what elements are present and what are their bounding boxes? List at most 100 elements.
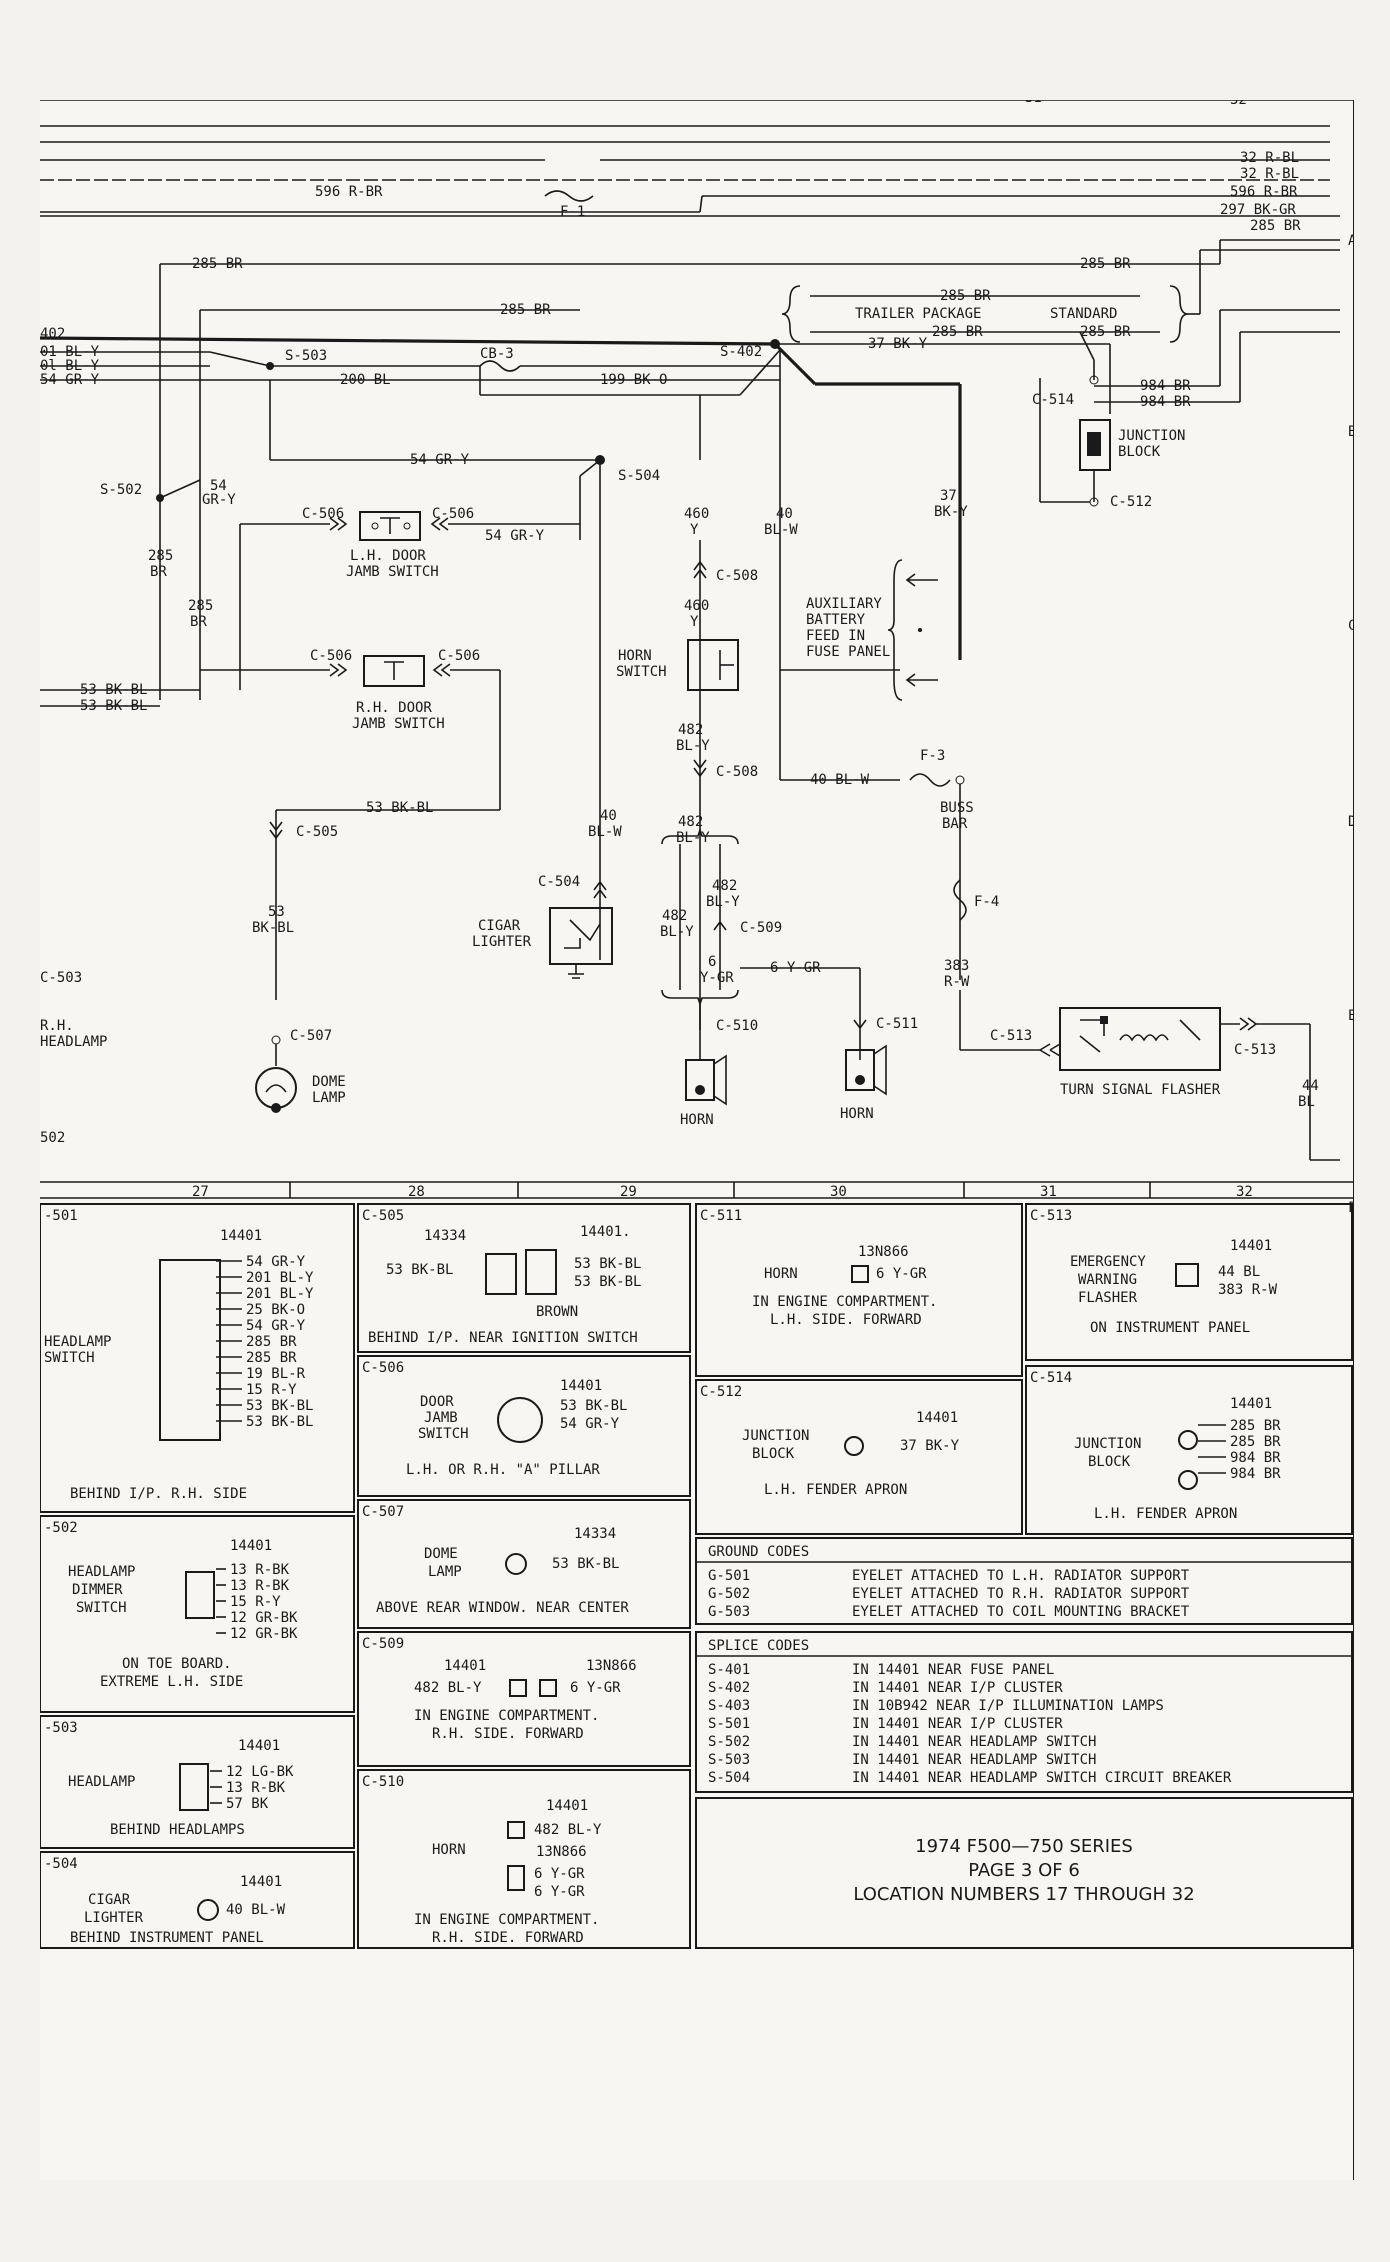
diagram-page: 27 28 29 30 31 32 A B C D E F 32 R-BL 32…: [40, 100, 1354, 2180]
panel-502-wire-0: 13 R-BK: [230, 1562, 290, 1578]
panel-502-code: -502: [44, 1520, 78, 1536]
junction-label: JUNCTION: [1118, 428, 1185, 444]
wire-label-482-b: BL-Y: [676, 738, 710, 754]
panel-501-wire-3: 25 BK-O: [246, 1302, 305, 1318]
panel-502-loc-2: EXTREME L.H. SIDE: [100, 1674, 243, 1690]
splice-s402: S-402: [720, 344, 762, 360]
panel-513: C-513 14401 EMERGENCY WARNING FLASHER 44…: [1025, 1203, 1353, 1361]
wire-label-40-f: BL-W: [588, 824, 622, 840]
wire-label-37-v1: 37: [940, 488, 957, 504]
wire-label-37-bky: 37 BK-Y: [868, 336, 928, 352]
panel-506-name-2: JAMB: [424, 1410, 458, 1426]
splice-desc-2: IN 10B942 NEAR I/P ILLUMINATION LAMPS: [852, 1698, 1164, 1714]
grid-bottom-28: 28: [408, 1184, 425, 1200]
splice-title: SPLICE CODES: [708, 1638, 809, 1654]
lh-door-jamb-switch: C-506 C-506 54 GR-Y L.H. DOOR JAMB SWITC…: [239, 506, 580, 690]
wiring-diagram: 27 28 29 30 31 32 A B C D E F 32 R-BL 32…: [40, 100, 1354, 2180]
wire-label-285-a: 285 BR: [192, 256, 243, 272]
panel-502-wire-3: 12 GR-BK: [230, 1610, 298, 1626]
cb3-label: CB-3: [480, 346, 514, 362]
panel-512-code: C-512: [700, 1384, 742, 1400]
ground-code-0: G-501: [708, 1568, 750, 1584]
panel-512-wire: 37 BK-Y: [900, 1438, 960, 1454]
ground-desc-2: EYELET ATTACHED TO COIL MOUNTING BRACKET: [852, 1604, 1190, 1620]
panel-501-loc: BEHIND I/P. R.H. SIDE: [70, 1486, 247, 1502]
c508-b: C-508: [716, 764, 758, 780]
panel-501-wire-5: 285 BR: [246, 1334, 297, 1350]
splice-code-3: S-501: [708, 1716, 750, 1732]
wire-label-482-g: 482: [662, 908, 687, 924]
wire-label-44-b: BL: [1298, 1094, 1315, 1110]
splice-code-4: S-502: [708, 1734, 750, 1750]
rh-headlamp-label-2: HEADLAMP: [40, 1034, 107, 1050]
footer-page: PAGE 3 OF 6: [968, 1860, 1080, 1881]
panel-501-wire-2: 201 BL-Y: [246, 1286, 314, 1302]
c511-label: C-511: [876, 1016, 918, 1032]
panel-514-code: C-514: [1030, 1370, 1072, 1386]
wire-label-285-v1a: 285: [148, 548, 173, 564]
wire-label-460-c: 460: [684, 598, 709, 614]
wire-label-40-b: BL-W: [764, 522, 798, 538]
panel-513-w1: 44 BL: [1218, 1264, 1260, 1280]
c513-b: C-513: [1234, 1042, 1276, 1058]
grid-row-a: A: [1348, 233, 1354, 249]
ground-code-1: G-502: [708, 1586, 750, 1602]
panel-507-code: C-507: [362, 1504, 404, 1520]
panel-501-wire-4: 54 GR-Y: [246, 1318, 306, 1334]
wire-label-482-h: BL-Y: [660, 924, 694, 940]
wire-label-6-ygr: 6 Y-GR: [770, 960, 821, 976]
panel-502-loc-1: ON TOE BOARD.: [122, 1656, 232, 1672]
splice-desc-5: IN 14401 NEAR HEADLAMP SWITCH: [852, 1752, 1096, 1768]
panel-505: C-505 14334 14401. 53 BK-BL 53 BK-BL 53 …: [357, 1203, 691, 1353]
c510-label: C-510: [716, 1018, 758, 1034]
splice-desc-6: IN 14401 NEAR HEADLAMP SWITCH CIRCUIT BR…: [852, 1770, 1232, 1786]
panel-511-code: C-511: [700, 1208, 742, 1224]
panel-501-wire-10: 53 BK-BL: [246, 1414, 313, 1430]
wires-285: 285 BR 285 BR 285 BR 285 BR TRAILER PACK…: [159, 239, 1340, 700]
panel-505-w4: BROWN: [536, 1304, 578, 1320]
brace-left: [781, 285, 801, 343]
junction-block-c514: C-514 984 BR 984 BR JUNCTION BLOCK C-512: [1032, 309, 1340, 510]
aux-battery-feed: AUXILIARY BATTERY FEED IN FUSE PANEL 40 …: [779, 559, 1040, 1051]
wire-label-32-rbl-2: 32 R-BL: [1240, 166, 1299, 182]
c503-label: C-503: [40, 970, 82, 986]
panel-503-code: -503: [44, 1720, 78, 1736]
rh-door-label-1: R.H. DOOR: [356, 700, 432, 716]
grid-bottom-32: 32: [1236, 1184, 1253, 1200]
fuse-f3: F-3: [920, 748, 945, 764]
grid-row-c: C: [1348, 618, 1354, 634]
wire-label-54-gry: 54 GR-Y: [410, 452, 470, 468]
splice-desc-3: IN 14401 NEAR I/P CLUSTER: [852, 1716, 1063, 1732]
aux-label-1: AUXILIARY: [806, 596, 882, 612]
splice-desc-1: IN 14401 NEAR I/P CLUSTER: [852, 1680, 1063, 1696]
wire-label-285-f: 285 BR: [1080, 324, 1131, 340]
page-footer: 1974 F500—750 SERIES PAGE 3 OF 6 LOCATIO…: [695, 1797, 1353, 1949]
panel-502-wire-2: 15 R-Y: [230, 1594, 281, 1610]
splice-s503: S-503: [285, 348, 327, 364]
panel-501-wire-6: 285 BR: [246, 1350, 297, 1366]
grid-row-b: B: [1348, 424, 1354, 440]
panel-513-loc: ON INSTRUMENT PANEL: [1090, 1320, 1250, 1336]
wire-label-40-blw: 40 BL-W: [810, 772, 870, 788]
panel-503-wire-2: 57 BK: [226, 1796, 269, 1812]
panel-514-wire-0: 285 BR: [1230, 1418, 1281, 1434]
panel-504: -504 14401 CIGAR LIGHTER 40 BL-W BEHIND …: [40, 1851, 355, 1949]
panel-510-num2: 13N866: [536, 1844, 587, 1860]
panel-510-name: HORN: [432, 1842, 466, 1858]
wire-label-40-a: 40: [776, 506, 793, 522]
panel-506-num: 14401: [560, 1378, 602, 1394]
splice-code-2: S-403: [708, 1698, 750, 1714]
wire-label-6-b: Y-GR: [700, 970, 734, 986]
panel-501-wire-0: 54 GR-Y: [246, 1254, 306, 1270]
footer-series: 1974 F500—750 SERIES: [915, 1836, 1133, 1857]
panel-506: C-506 14401 DOOR JAMB SWITCH 53 BK-BL 54…: [357, 1355, 691, 1497]
c506-c: C-506: [310, 648, 352, 664]
ground-title: GROUND CODES: [708, 1544, 809, 1560]
wire-label-482-e: 482: [712, 878, 737, 894]
c512-label: C-512: [1110, 494, 1152, 510]
wire-label-285-c: 285 BR: [500, 302, 551, 318]
panel-514-name-2: BLOCK: [1088, 1454, 1131, 1470]
panel-509-loc-2: R.H. SIDE. FORWARD: [432, 1726, 584, 1742]
panel-511: C-511 13N866 HORN 6 Y-GR IN ENGINE COMPA…: [695, 1203, 1023, 1377]
